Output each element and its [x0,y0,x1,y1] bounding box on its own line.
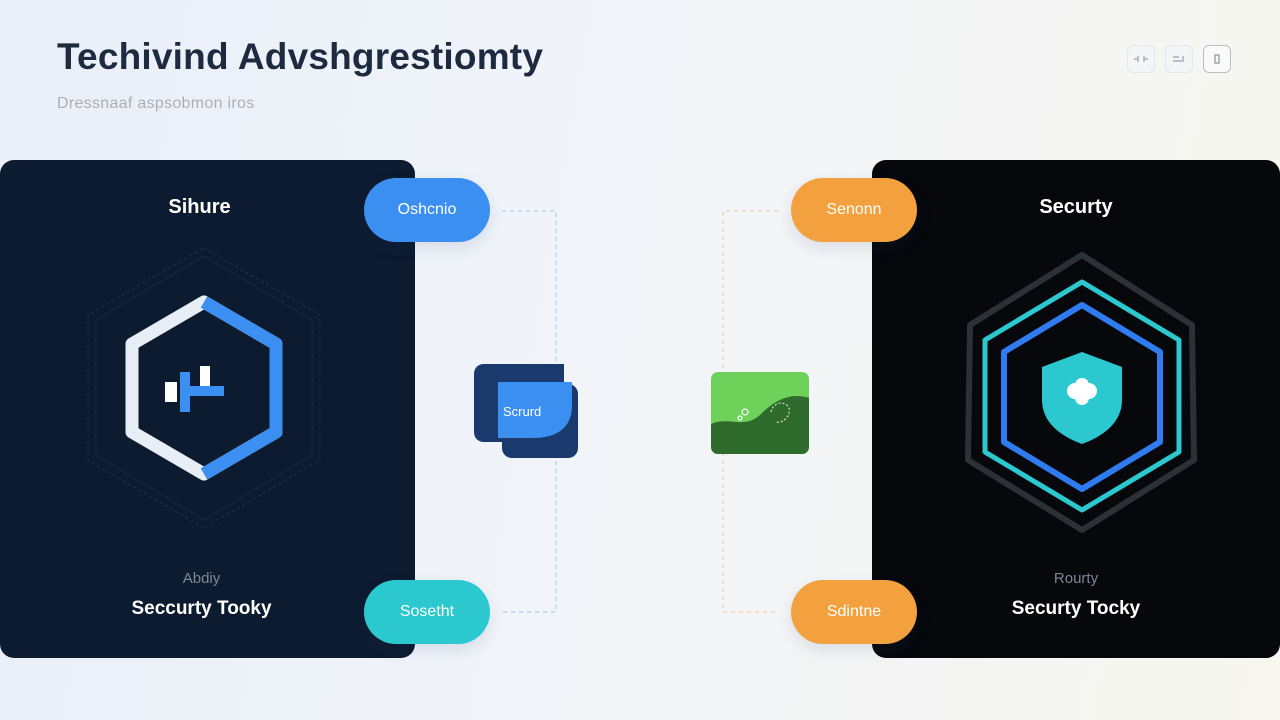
left-panel-sublabel: Abdiy [182,570,221,587]
left-panel-title: Sihure [168,196,231,218]
pill-top-right[interactable]: Senonn [791,178,917,242]
minimize-icon[interactable] [1165,45,1193,73]
page-subtitle: Dressnaaf aspsobmon iros [57,95,255,112]
right-panel: Securty Rourty Securty Tocky [872,160,1280,658]
shield-icon [965,252,1197,533]
pill-bottom-left[interactable]: Sosetht [364,580,490,644]
right-panel-sublabel: Rourty [1053,570,1099,587]
pill-top-left[interactable]: Oshcnio [364,178,490,242]
left-panel: Sihure Abdiy Seccurty Tooky [0,160,415,658]
landscape-card-icon[interactable] [711,372,809,454]
square-icon[interactable] [1203,45,1231,73]
hexagon-logo-icon [87,247,321,529]
folder-card-icon[interactable] [472,362,582,462]
page-title: Techivind Advshgrestiomty [57,36,544,77]
window-controls [1127,45,1231,73]
pill-bottom-right[interactable]: Sdintne [791,580,917,644]
right-panel-caption: Securty Tocky [1011,598,1141,619]
expand-icon[interactable] [1127,45,1155,73]
left-panel-caption: Seccurty Tooky [131,598,272,619]
center-card-label: Scrurd [503,404,542,419]
right-panel-title: Securty [1039,196,1113,218]
